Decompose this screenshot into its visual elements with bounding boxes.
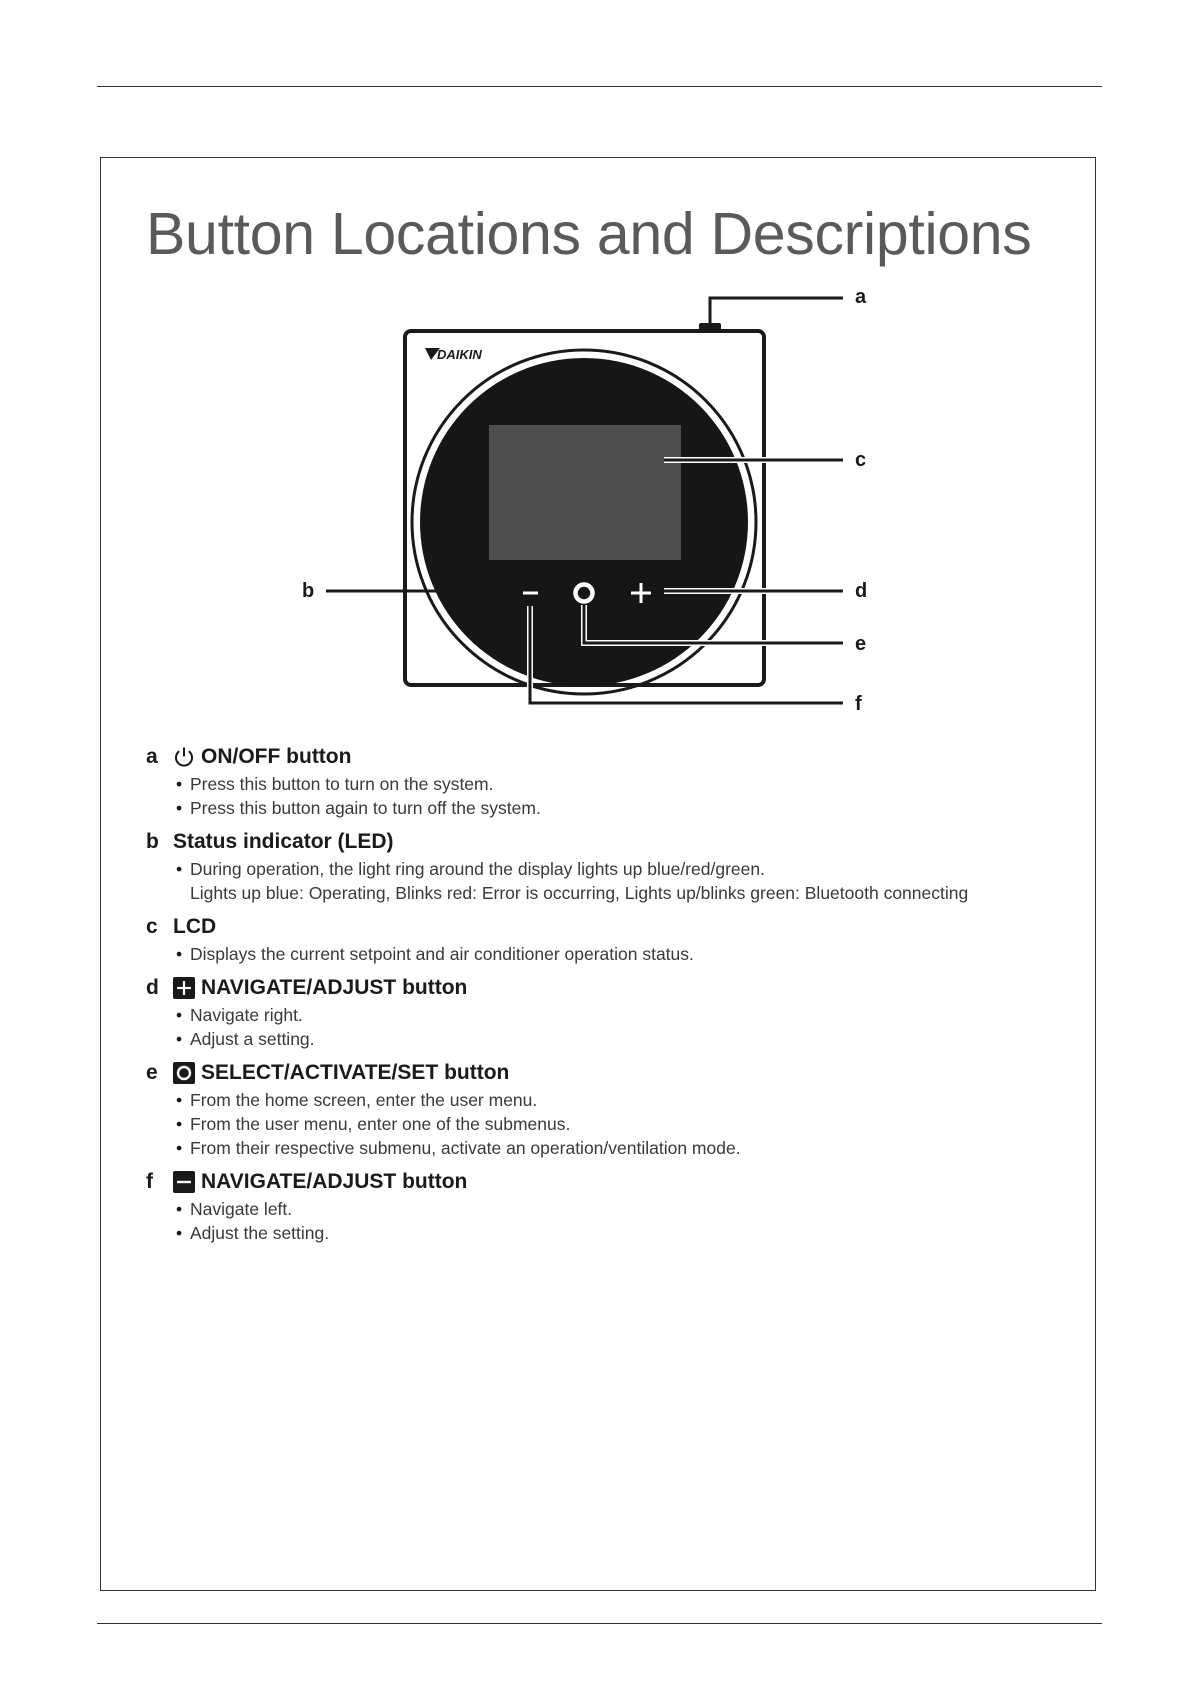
item-letter: e <box>146 1061 158 1084</box>
power-icon <box>173 746 195 768</box>
item-title: LCD <box>173 915 217 938</box>
select-button <box>573 582 595 604</box>
item-title: Status indicator (LED) <box>173 830 394 853</box>
item-letter: f <box>146 1170 153 1193</box>
power-button-nub <box>699 323 721 332</box>
list-item: Adjust the setting. <box>176 1221 1046 1245</box>
list-item: Navigate right. <box>176 1003 1046 1027</box>
item-title: NAVIGATE/ADJUST button <box>201 976 468 999</box>
daikin-logo: DAIKIN <box>425 347 482 362</box>
callout-line-a <box>708 296 843 323</box>
item-title: NAVIGATE/ADJUST button <box>201 1170 468 1193</box>
circle-icon <box>173 1062 195 1084</box>
controller-diagram: DAIKIN a c b d e f <box>302 286 867 715</box>
callout-label-f: f <box>855 693 862 715</box>
list-item: From the home screen, enter the user men… <box>176 1088 1046 1112</box>
top-rule <box>97 86 1102 87</box>
description-item-b: b Status indicator (LED) During operatio… <box>146 827 1046 905</box>
callout-label-d: d <box>855 580 867 602</box>
content-frame <box>100 157 1096 1591</box>
button-descriptions: a ON/OFF button Press this button to tur… <box>146 742 1046 1252</box>
bottom-rule <box>97 1623 1102 1624</box>
description-item-d: d NAVIGATE/ADJUST button Navigate right.… <box>146 973 1046 1051</box>
description-item-e: e SELECT/ACTIVATE/SET button From the ho… <box>146 1058 1046 1160</box>
callout-label-c: c <box>855 449 866 471</box>
list-item: From their respective submenu, activate … <box>176 1136 1046 1160</box>
plus-button <box>631 583 651 603</box>
item-letter: d <box>146 976 159 999</box>
description-item-c: c LCD Displays the current setpoint and … <box>146 912 1046 966</box>
led-ring <box>410 348 758 696</box>
description-item-f: f NAVIGATE/ADJUST button Navigate left. … <box>146 1167 1046 1245</box>
plus-icon <box>173 977 195 999</box>
minus-icon <box>173 1171 195 1193</box>
list-item: Displays the current setpoint and air co… <box>176 942 1046 966</box>
description-item-a: a ON/OFF button Press this button to tur… <box>146 742 1046 820</box>
callout-label-a: a <box>855 286 867 308</box>
list-item: Adjust a setting. <box>176 1027 1046 1051</box>
brand-label: DAIKIN <box>437 347 482 362</box>
list-item: Press this button again to turn off the … <box>176 796 1046 820</box>
lcd-screen <box>489 425 681 560</box>
callout-label-e: e <box>855 633 866 655</box>
list-item: During operation, the light ring around … <box>176 857 1046 881</box>
item-letter: a <box>146 745 158 768</box>
callout-label-b: b <box>302 580 314 602</box>
item-title: ON/OFF button <box>201 745 352 768</box>
item-letter: c <box>146 915 158 938</box>
item-title: SELECT/ACTIVATE/SET button <box>201 1061 510 1084</box>
list-item-continuation: Lights up blue: Operating, Blinks red: E… <box>190 883 969 903</box>
list-item: Press this button to turn on the system. <box>176 772 1046 796</box>
list-item: From the user menu, enter one of the sub… <box>176 1112 1046 1136</box>
page-title: Button Locations and Descriptions <box>146 201 1032 267</box>
item-letter: b <box>146 830 159 853</box>
list-item: Navigate left. <box>176 1197 1046 1221</box>
